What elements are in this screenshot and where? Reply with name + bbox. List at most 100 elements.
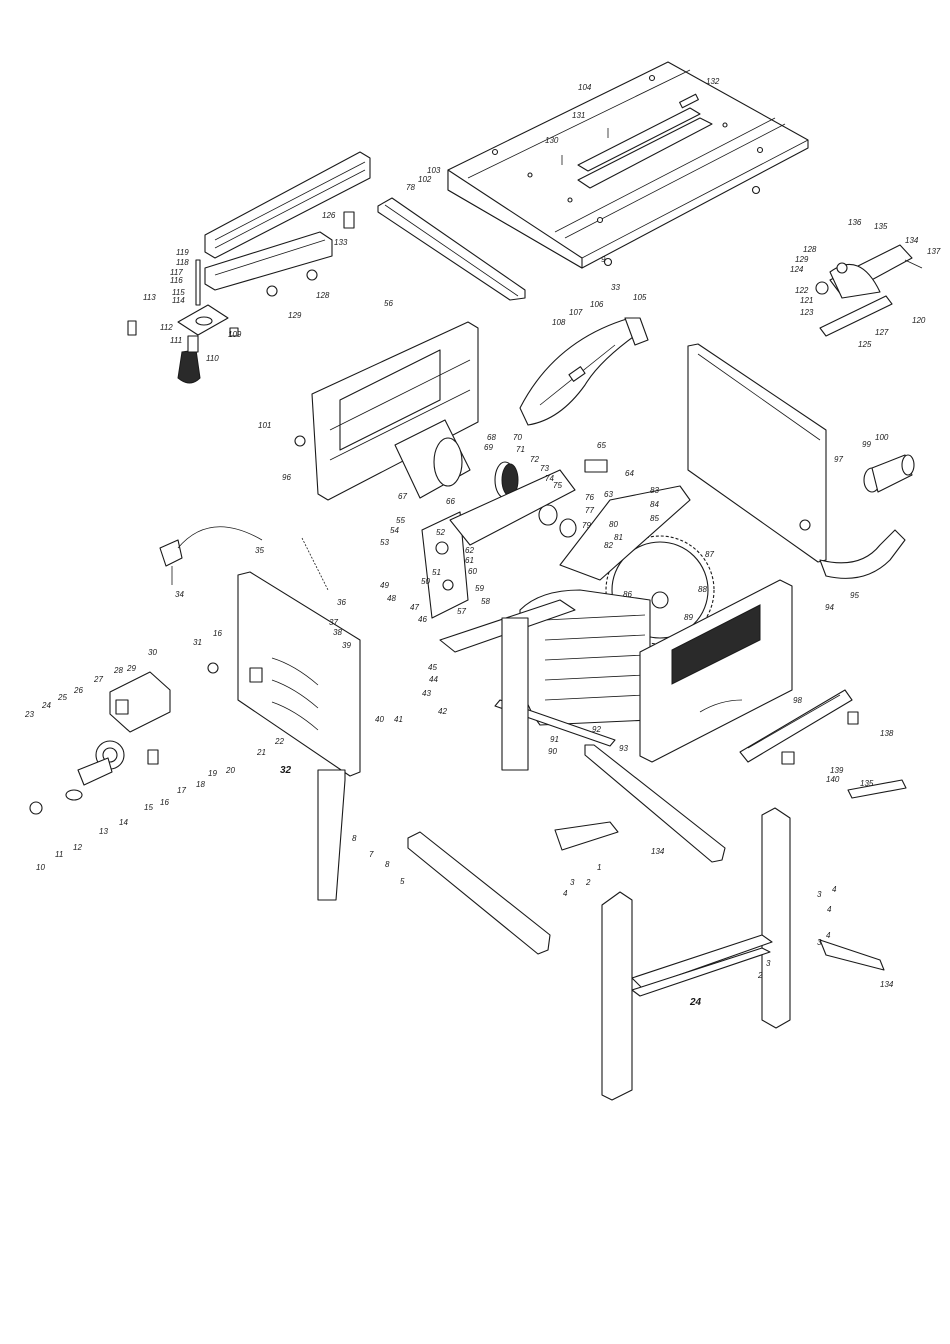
part-number-label: 93 xyxy=(619,744,628,753)
part-number-label: 40 xyxy=(375,715,384,724)
part-number-label: 101 xyxy=(258,421,271,430)
part-number-label: 76 xyxy=(585,493,594,502)
part-number-label: 86 xyxy=(623,590,632,599)
power-cord xyxy=(159,526,329,591)
part-number-label: 62 xyxy=(465,546,474,555)
part-number-label: 65 xyxy=(597,441,606,450)
part-number-label: 42 xyxy=(438,707,447,716)
part-number-label: 26 xyxy=(73,686,83,695)
dust-chute xyxy=(439,589,651,747)
part-number-label: 102 xyxy=(418,175,432,184)
part-number-label: 3 xyxy=(817,938,822,947)
part-number-label: 55 xyxy=(396,516,405,525)
part-number-label: 78 xyxy=(406,183,415,192)
part-number-label: 17 xyxy=(177,786,186,795)
part-number-label: 11 xyxy=(55,850,63,859)
part-number-label: 31 xyxy=(193,638,202,647)
part-number-label: 122 xyxy=(795,286,809,295)
dust-port xyxy=(863,454,915,493)
part-number-label: 61 xyxy=(465,556,474,565)
part-number-label: 45 xyxy=(428,663,437,672)
stand-legs xyxy=(317,617,885,1101)
part-number-label: 47 xyxy=(410,603,419,612)
part-number-label: 84 xyxy=(650,500,659,509)
part-number-label: 105 xyxy=(633,293,647,302)
part-number-label: 57 xyxy=(457,607,466,616)
part-number-label: 73 xyxy=(540,464,549,473)
part-number-label: 95 xyxy=(850,591,859,600)
part-number-label: 37 xyxy=(329,618,338,627)
part-number-label: 88 xyxy=(698,585,707,594)
part-number-label: 59 xyxy=(475,584,484,593)
part-number-label: 7 xyxy=(369,850,374,859)
part-number-label: 12 xyxy=(73,843,82,852)
part-number-label: 135 xyxy=(860,779,874,788)
part-number-label: 72 xyxy=(530,455,539,464)
part-number-label: 103 xyxy=(427,166,441,175)
part-number-label: 75 xyxy=(553,481,562,490)
part-number-label: 2 xyxy=(585,878,591,887)
part-number-label: 118 xyxy=(176,258,189,267)
part-number-label: 33 xyxy=(611,283,620,292)
part-number-label: 96 xyxy=(282,473,291,482)
part-number-label: 2 xyxy=(757,971,763,980)
part-number-label: 48 xyxy=(387,594,396,603)
part-number-label: 135 xyxy=(874,222,888,231)
part-number-label: 9 xyxy=(601,255,606,264)
part-number-label: 136 xyxy=(848,218,862,227)
part-number-label: 67 xyxy=(398,492,407,501)
part-number-label: 32 xyxy=(280,765,292,776)
part-number-label: 113 xyxy=(143,293,156,302)
part-number-label: 119 xyxy=(176,248,189,257)
part-number-label: 128 xyxy=(803,245,817,254)
part-number-label: 3 xyxy=(570,878,575,887)
part-number-label: 114 xyxy=(172,296,185,305)
part-number-label: 24 xyxy=(689,997,702,1008)
part-number-label: 36 xyxy=(337,598,346,607)
part-number-label: 5 xyxy=(400,877,405,886)
part-number-label: 51 xyxy=(432,568,441,577)
part-number-label: 14 xyxy=(119,818,128,827)
part-number-label: 137 xyxy=(927,247,941,256)
part-number-label: 115 xyxy=(172,288,185,297)
left-side-panel xyxy=(237,571,361,777)
part-number-label: 89 xyxy=(684,613,693,622)
part-number-label: 41 xyxy=(394,715,403,724)
part-number-label: 100 xyxy=(875,433,889,442)
part-number-label: 134 xyxy=(880,980,894,989)
part-number-label: 117 xyxy=(170,268,183,277)
part-number-label: 50 xyxy=(421,577,430,586)
rear-panel xyxy=(294,321,479,501)
part-number-label: 49 xyxy=(380,581,389,590)
part-number-label: 81 xyxy=(614,533,623,542)
part-number-label: 3 xyxy=(766,959,771,968)
part-number-label: 98 xyxy=(793,696,802,705)
part-number-label: 131 xyxy=(572,111,585,120)
part-number-label: 128 xyxy=(316,291,330,300)
fence-clamp xyxy=(127,259,239,384)
switch-and-handwheel xyxy=(29,662,219,815)
part-number-label: 104 xyxy=(578,83,592,92)
part-number-label: 132 xyxy=(706,77,720,86)
part-number-label: 92 xyxy=(592,725,601,734)
part-number-label: 54 xyxy=(390,526,399,535)
part-number-label: 29 xyxy=(126,664,136,673)
part-number-label: 8 xyxy=(352,834,357,843)
part-number-label: 34 xyxy=(175,590,184,599)
front-panel xyxy=(639,579,793,763)
part-number-label: 4 xyxy=(826,931,831,940)
part-number-label: 39 xyxy=(342,641,351,650)
part-number-label: 18 xyxy=(196,780,205,789)
part-number-label: 109 xyxy=(228,330,242,339)
part-number-label: 127 xyxy=(875,328,889,337)
part-number-label: 82 xyxy=(604,541,613,550)
part-number-label: 4 xyxy=(827,905,832,914)
part-number-label: 8 xyxy=(385,860,390,869)
part-number-label: 35 xyxy=(255,546,264,555)
blade-guard xyxy=(519,317,649,426)
part-number-label: 46 xyxy=(418,615,427,624)
part-number-label: 94 xyxy=(825,603,834,612)
table-top xyxy=(447,61,809,269)
part-number-label: 83 xyxy=(650,486,659,495)
